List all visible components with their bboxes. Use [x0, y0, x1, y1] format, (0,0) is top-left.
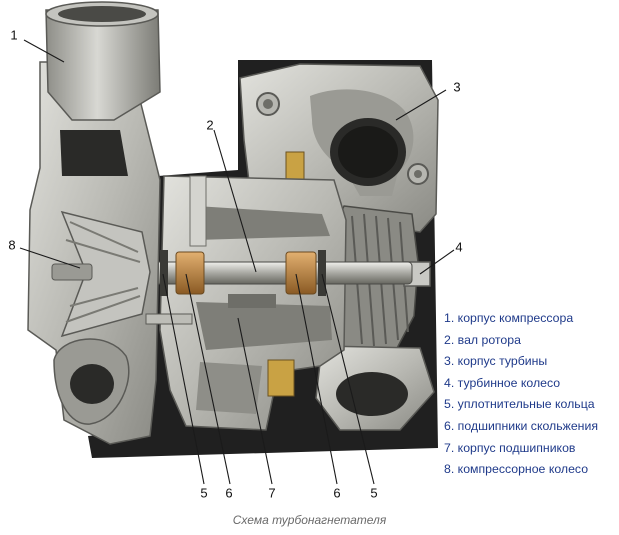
callout-number-2: 2 — [206, 117, 214, 133]
legend-item-7: 7. корпус подшипников — [444, 440, 576, 455]
callout-leaders — [19, 39, 455, 485]
callout-number-3: 3 — [453, 79, 461, 95]
callout-number-6-left: 6 — [225, 485, 233, 501]
callout-number-7: 7 — [268, 485, 276, 501]
legend-item-6: 6. подшипники скольжения — [444, 418, 598, 433]
caption: Схема турбонагнетателя — [232, 513, 387, 527]
callout-number-6-right: 6 — [333, 485, 341, 501]
legend-item-4: 4. турбинное колесо — [444, 375, 561, 390]
legend: 1. корпус компрессора 2. вал ротора 3. к… — [444, 308, 598, 481]
legend-item-1: 1. корпус компрессора — [444, 311, 574, 325]
callout-number-1: 1 — [10, 27, 18, 43]
callout-number-5-right: 5 — [370, 485, 378, 501]
callout-number-5-left: 5 — [200, 485, 208, 501]
legend-item-8: 8. компрессорное колесо — [444, 462, 589, 477]
legend-item-3: 3. корпус турбины — [444, 354, 548, 369]
compressor-wheel — [51, 210, 151, 338]
bearing-housing — [159, 175, 347, 431]
callout-number-8: 8 — [8, 237, 16, 253]
legend-item-2: 2. вал ротора — [444, 332, 521, 347]
legend-item-5: 5. уплотнительные кольца — [444, 397, 595, 412]
callout-number-4: 4 — [455, 239, 463, 255]
